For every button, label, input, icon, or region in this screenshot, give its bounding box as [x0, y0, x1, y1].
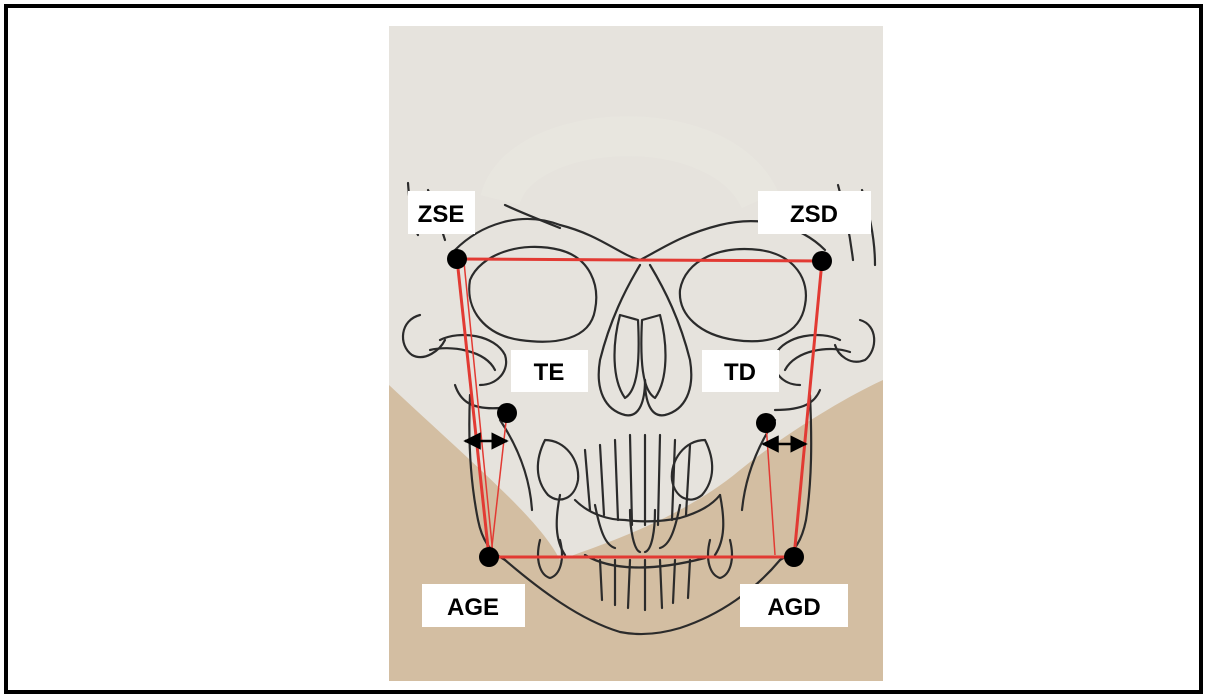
radiograph-tracing: [389, 26, 883, 681]
point-zsd: [812, 251, 832, 271]
line-zse-zsd: [457, 259, 822, 261]
label-zse: ZSE: [418, 201, 465, 228]
label-agd: AGD: [767, 594, 820, 621]
label-age: AGE: [447, 594, 499, 621]
point-age: [479, 547, 499, 567]
point-te: [497, 403, 517, 423]
label-td: TD: [724, 359, 756, 386]
point-zse: [447, 249, 467, 269]
label-zsd: ZSD: [790, 201, 838, 228]
label-te: TE: [534, 359, 565, 386]
point-agd: [784, 547, 804, 567]
point-td: [756, 413, 776, 433]
